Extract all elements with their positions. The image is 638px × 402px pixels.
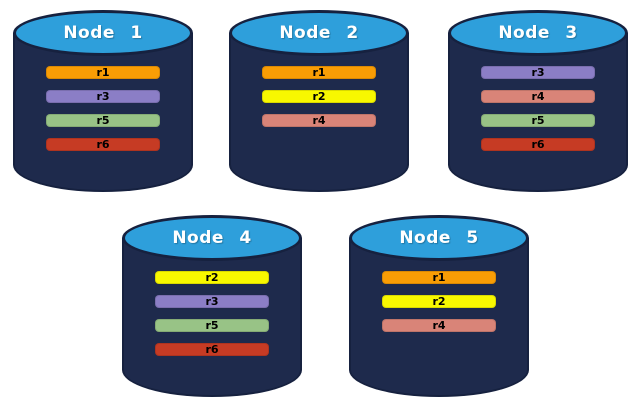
node-title: Node 3 [498, 23, 578, 43]
db-cylinder-body [448, 33, 628, 192]
replica-bar: r5 [481, 114, 595, 127]
db-cylinder-top: Node 5 [349, 215, 529, 261]
replica-bar: r1 [46, 66, 160, 79]
replica-bar: r2 [155, 271, 269, 284]
db-cylinder-body [229, 33, 409, 192]
replica-list: r3 r4 r5 r6 [448, 66, 628, 151]
replica-bar: r3 [46, 90, 160, 103]
db-cylinder-body [122, 238, 302, 397]
db-cylinder-top: Node 4 [122, 215, 302, 261]
node-title: Node 2 [279, 23, 359, 43]
node-title: Node 4 [172, 228, 252, 248]
db-cylinder-body [349, 238, 529, 397]
db-node: Node 2 r1 r2 r4 [229, 10, 409, 192]
db-node: Node 3 r3 r4 r5 r6 [448, 10, 628, 192]
node-title: Node 5 [399, 228, 479, 248]
db-cylinder-top: Node 1 [13, 10, 193, 56]
db-node: Node 4 r2 r3 r5 r6 [122, 215, 302, 397]
replica-bar: r4 [262, 114, 376, 127]
db-cylinder-body [13, 33, 193, 192]
db-node: Node 1 r1 r3 r5 r6 [13, 10, 193, 192]
replica-bar: r2 [262, 90, 376, 103]
replica-bar: r4 [382, 319, 496, 332]
replica-bar: r3 [155, 295, 269, 308]
node-title: Node 1 [63, 23, 143, 43]
replica-list: r1 r2 r4 [349, 271, 529, 332]
db-node: Node 5 r1 r2 r4 [349, 215, 529, 397]
replica-bar: r4 [481, 90, 595, 103]
db-cylinder-top: Node 3 [448, 10, 628, 56]
replica-bar: r5 [46, 114, 160, 127]
replica-bar: r6 [155, 343, 269, 356]
replica-bar: r6 [46, 138, 160, 151]
replica-bar: r2 [382, 295, 496, 308]
replica-bar: r1 [382, 271, 496, 284]
db-cylinder-top: Node 2 [229, 10, 409, 56]
replica-list: r1 r3 r5 r6 [13, 66, 193, 151]
replica-bar: r3 [481, 66, 595, 79]
replica-list: r1 r2 r4 [229, 66, 409, 127]
replica-list: r2 r3 r5 r6 [122, 271, 302, 356]
replica-bar: r1 [262, 66, 376, 79]
replica-bar: r6 [481, 138, 595, 151]
replica-bar: r5 [155, 319, 269, 332]
